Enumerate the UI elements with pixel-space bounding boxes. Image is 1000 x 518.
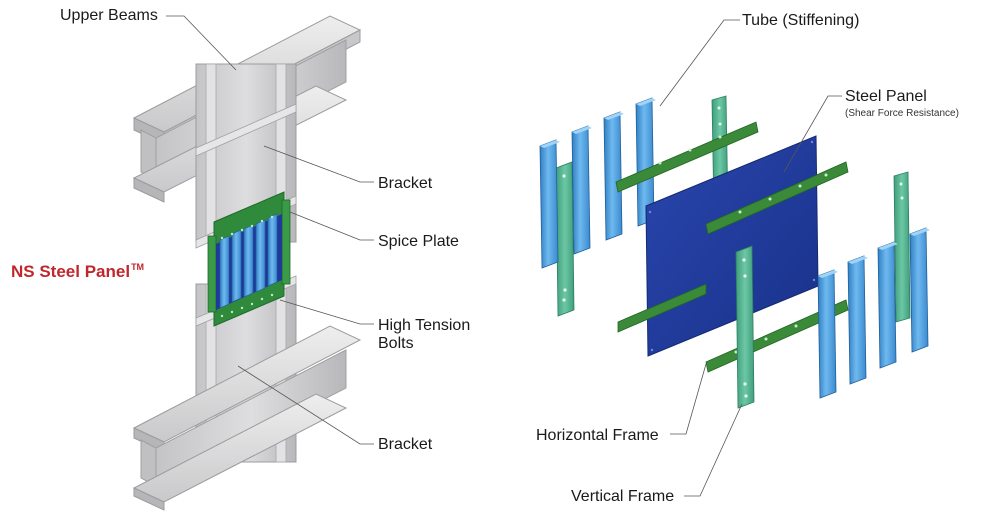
vertical-frame-front xyxy=(735,245,755,409)
label-bolts-line2: Bolts xyxy=(378,335,414,352)
exploded-view xyxy=(539,19,930,497)
label-bolts-line1: High Tension xyxy=(378,317,471,334)
steel-panel-assembly xyxy=(132,15,374,511)
label-vertical-frame: Vertical Frame xyxy=(571,488,675,505)
right-leader-lines xyxy=(659,19,842,497)
label-steel-panel: Steel Panel xyxy=(845,88,927,105)
left-leader-lines xyxy=(166,15,374,445)
horizontal-frame-top xyxy=(615,121,759,193)
label-tube: Tube (Stiffening) xyxy=(742,12,860,29)
right-tubes xyxy=(817,227,930,399)
brand-name: NS Steel Panel xyxy=(11,262,131,281)
label-steel-panel-note: (Shear Force Resistance) xyxy=(845,108,959,119)
vertical-frame-right xyxy=(893,171,911,323)
label-splice-plate: Spice Plate xyxy=(378,233,459,250)
brand-title: NS Steel PanelTM xyxy=(11,262,144,282)
lower-beam xyxy=(132,325,362,511)
horizontal-frame-lower xyxy=(617,283,707,333)
label-bracket-top: Bracket xyxy=(378,175,433,192)
label-bracket-bottom: Bracket xyxy=(378,436,433,453)
label-upper-beams: Upper Beams xyxy=(60,7,158,24)
panel-core xyxy=(216,213,282,310)
vertical-frame-left xyxy=(555,161,575,317)
trademark-mark: TM xyxy=(131,262,145,272)
label-horizontal-frame: Horizontal Frame xyxy=(536,427,659,444)
bolt-dots xyxy=(220,215,274,318)
left-tubes xyxy=(539,97,656,269)
horizontal-frame-middle xyxy=(705,161,849,235)
